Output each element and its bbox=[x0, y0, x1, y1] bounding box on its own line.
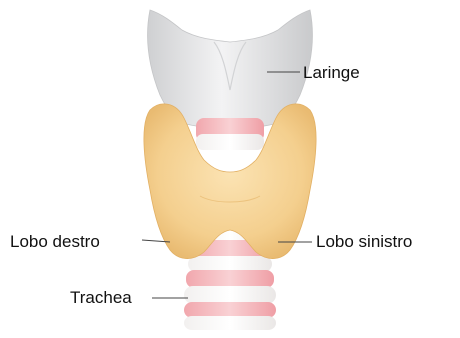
larynx-label: Laringe bbox=[303, 63, 360, 82]
trachea-label: Trachea bbox=[70, 288, 132, 307]
right-lobe-label: Lobo destro bbox=[10, 232, 100, 251]
left-lobe-label: Lobo sinistro bbox=[316, 232, 412, 251]
